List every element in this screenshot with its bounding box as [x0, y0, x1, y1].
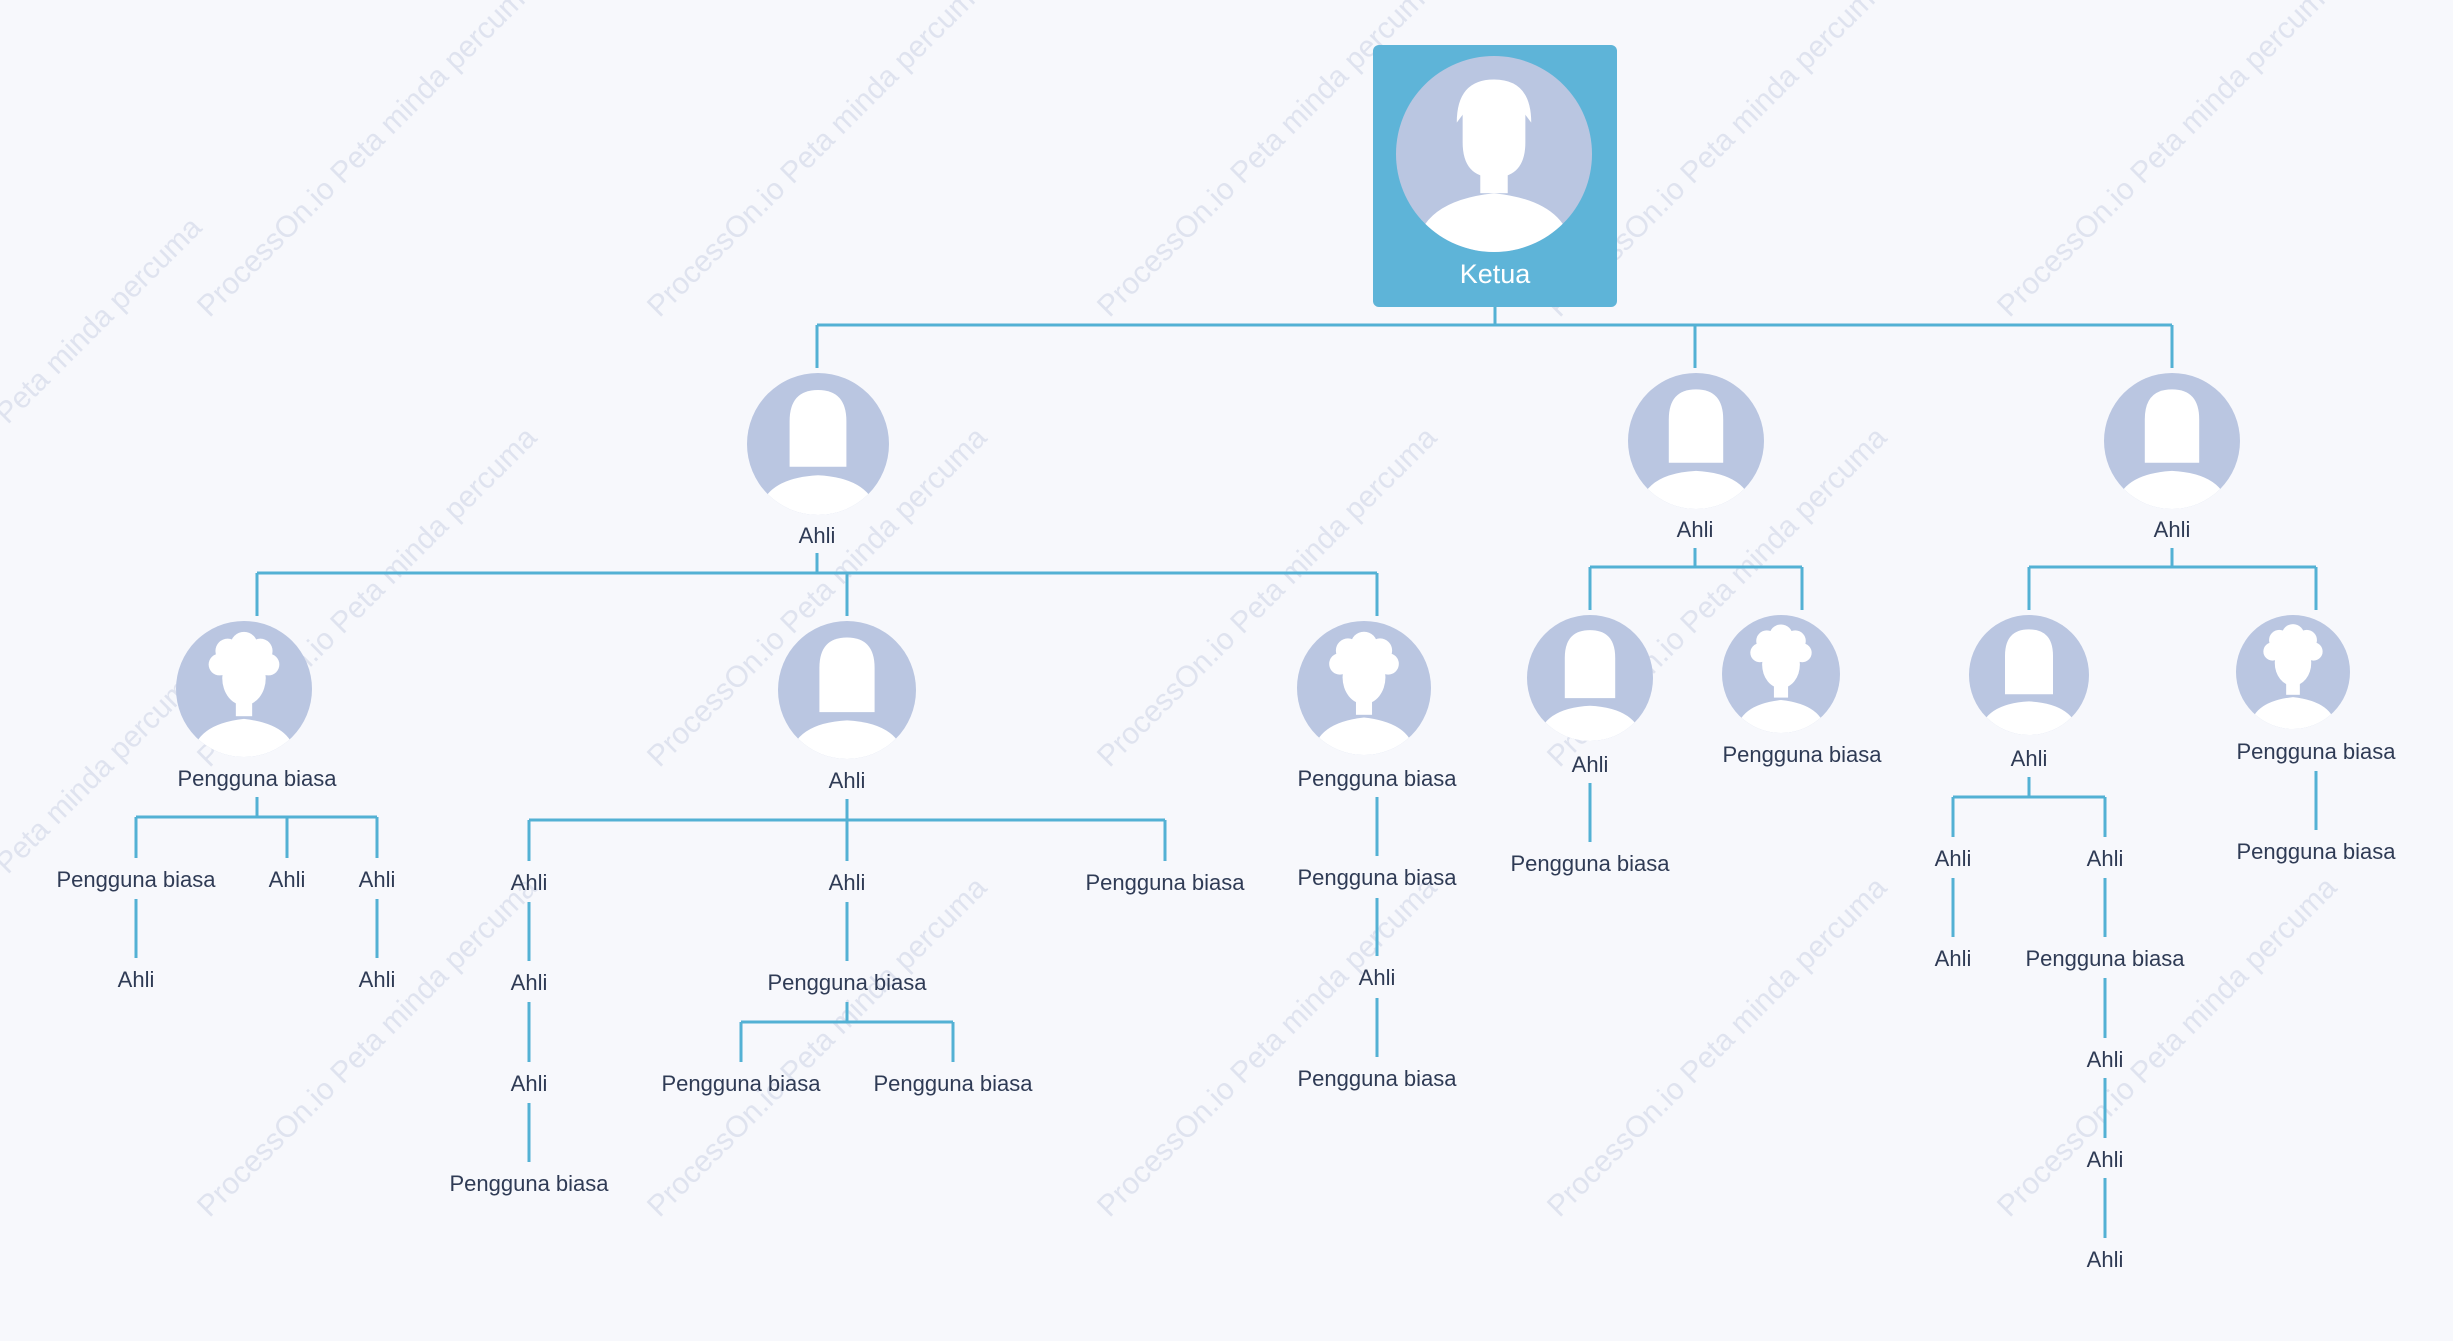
curly-hair-avatar-icon	[1722, 615, 1840, 733]
leaf-label: Pengguna biasa	[2236, 839, 2396, 864]
leaf-label: Pengguna biasa	[1297, 865, 1457, 890]
node-label: Pengguna biasa	[2236, 739, 2396, 764]
node-label: Ahli	[828, 768, 866, 793]
curly-hair-avatar-icon	[176, 621, 312, 757]
female-avatar-icon	[747, 373, 889, 515]
male-avatar-icon	[1396, 56, 1592, 252]
root-label: Ketua	[1459, 259, 1531, 289]
female-avatar-icon	[778, 621, 916, 759]
node-label: Pengguna biasa	[1722, 742, 1882, 767]
node-label: Pengguna biasa	[177, 766, 337, 791]
leaf-label: Ahli	[2086, 846, 2124, 871]
leaf-label: Pengguna biasa	[1297, 1066, 1457, 1091]
leaf-label: Pengguna biasa	[449, 1171, 609, 1196]
leaf-label: Ahli	[2086, 1047, 2124, 1072]
root-node[interactable]: Ketua	[1373, 45, 1617, 307]
female-avatar-icon	[1527, 615, 1653, 741]
leaf-label: Ahli	[268, 867, 306, 892]
node-label: Ahli	[2153, 517, 2191, 542]
leaf-label: Ahli	[1934, 846, 1972, 871]
leaf-label: Pengguna biasa	[661, 1071, 821, 1096]
leaf-label: Pengguna biasa	[1510, 851, 1670, 876]
leaf-label: Ahli	[510, 970, 548, 995]
leaf-label: Pengguna biasa	[1085, 870, 1245, 895]
leaf-label: Ahli	[510, 870, 548, 895]
leaf-label: Ahli	[1934, 946, 1972, 971]
node-label: Pengguna biasa	[1297, 766, 1457, 791]
node-label: Ahli	[1676, 517, 1714, 542]
leaf-label: Ahli	[358, 967, 396, 992]
female-avatar-icon	[1628, 373, 1764, 509]
leaf-label: Ahli	[828, 870, 866, 895]
leaf-label: Pengguna biasa	[56, 867, 216, 892]
leaf-label: Ahli	[117, 967, 155, 992]
curly-hair-avatar-icon	[1297, 621, 1431, 755]
node-label: Ahli	[798, 523, 836, 548]
curly-hair-avatar-icon	[2236, 615, 2350, 729]
leaf-label: Ahli	[358, 867, 396, 892]
node-label: Ahli	[1571, 752, 1609, 777]
leaf-label: Pengguna biasa	[2025, 946, 2185, 971]
person-avatar-icon	[2104, 373, 2240, 509]
leaf-label: Pengguna biasa	[873, 1071, 1033, 1096]
female-avatar-icon	[1969, 615, 2089, 735]
leaf-label: Ahli	[1358, 965, 1396, 990]
leaf-label: Ahli	[2086, 1247, 2124, 1272]
node-label: Ahli	[2010, 746, 2048, 771]
leaf-label: Ahli	[2086, 1147, 2124, 1172]
leaf-label: Pengguna biasa	[767, 970, 927, 995]
leaf-label: Ahli	[510, 1071, 548, 1096]
